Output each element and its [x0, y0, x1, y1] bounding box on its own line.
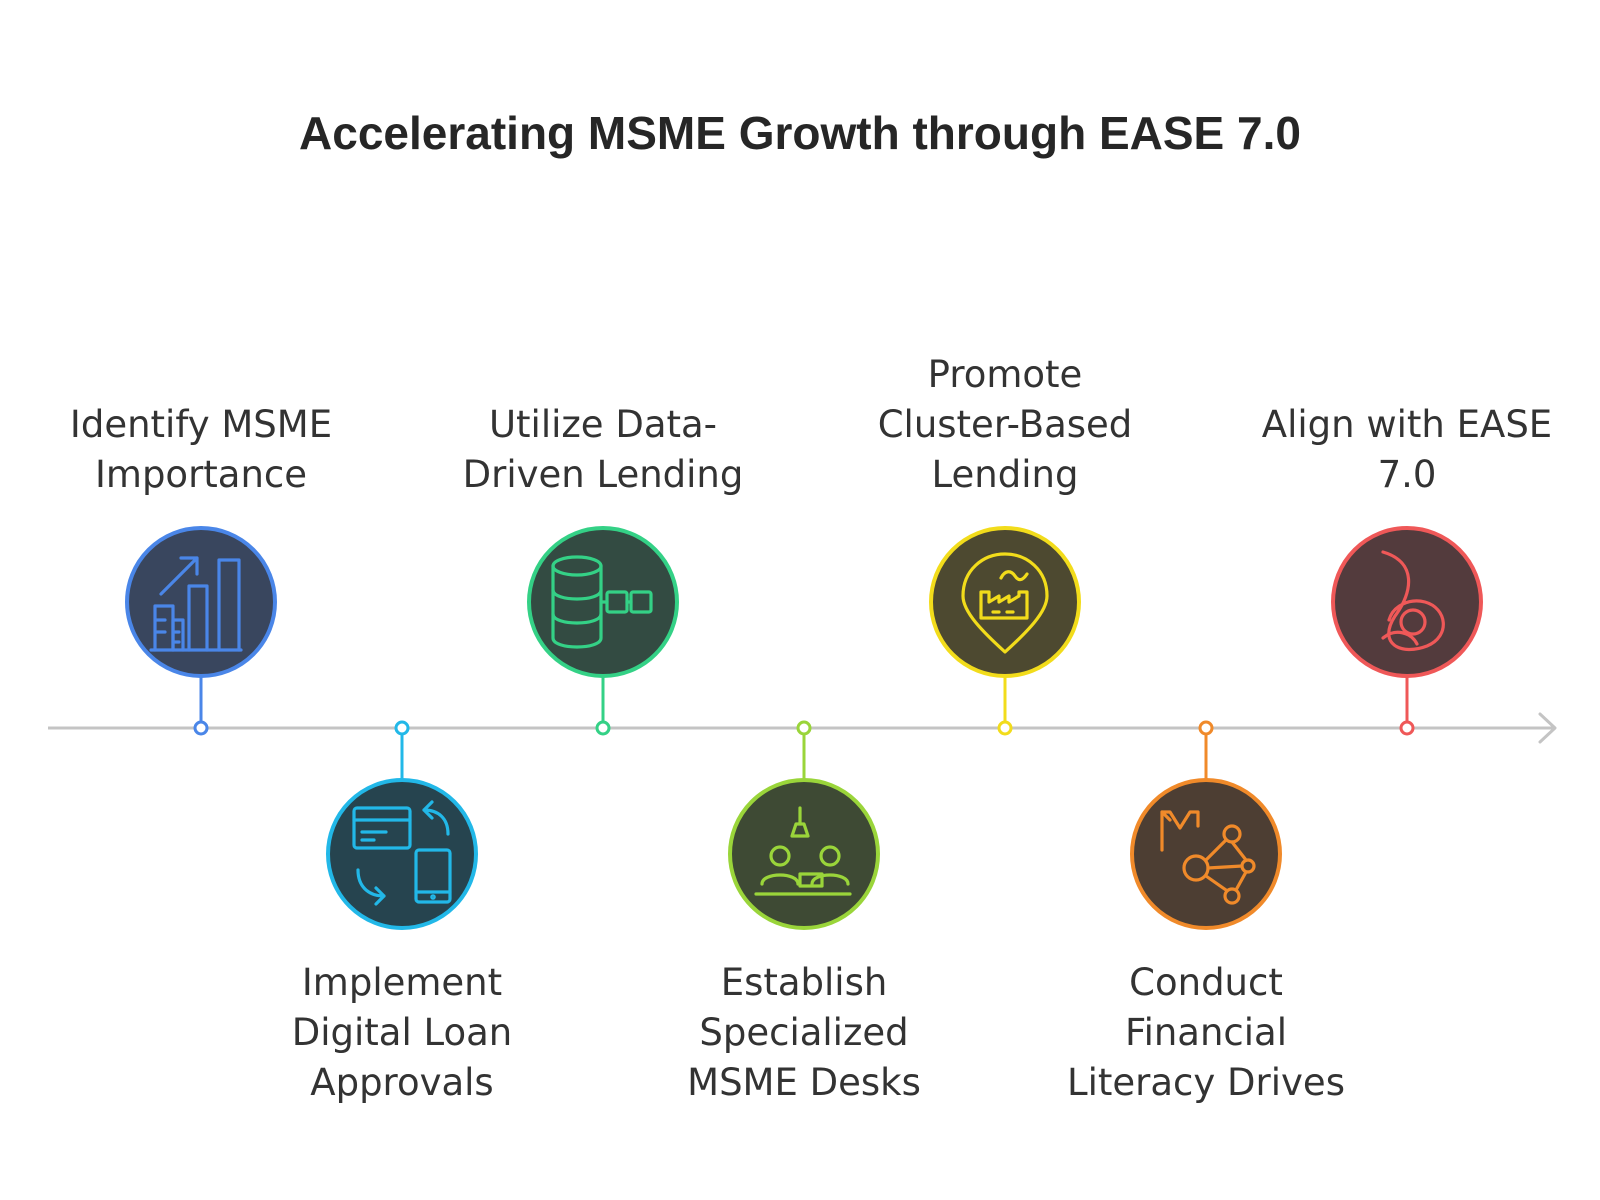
timeline-arrowhead	[1538, 712, 1557, 744]
growth-chart-icon	[149, 556, 243, 652]
step-node	[796, 720, 812, 736]
book-network-icon	[1160, 810, 1256, 905]
step-label-3: Utilize Data-Driven Lending	[462, 403, 744, 496]
diagram-title: Accelerating MSME Growth through EASE 7.…	[299, 107, 1301, 159]
step-circle	[1130, 778, 1282, 930]
timeline-step-7	[1331, 526, 1483, 736]
timeline-step-6	[1130, 720, 1282, 930]
step-node	[394, 720, 410, 736]
timeline-step-1	[125, 526, 277, 736]
step-label-2: Implement Digital Loan Approvals	[291, 961, 513, 1104]
step-label-6: Conduct Financial Literacy Drives	[1067, 961, 1345, 1104]
digital-transfer-icon	[352, 800, 452, 906]
database-network-icon	[551, 555, 653, 649]
timeline-step-4	[728, 720, 880, 930]
factory-location-icon	[961, 552, 1049, 654]
step-circle	[326, 778, 478, 930]
step-node	[595, 720, 611, 736]
step-label-1: Identify MSME Importance	[69, 403, 333, 496]
step-node	[1198, 720, 1214, 736]
step-node	[1399, 720, 1415, 736]
step-circle	[728, 778, 880, 930]
ease-logo-icon	[1381, 550, 1445, 652]
step-node	[193, 720, 209, 736]
step-label-7: Align with EASE 7.0	[1261, 403, 1553, 496]
timeline-step-5	[929, 526, 1081, 736]
desk-meeting-icon	[754, 806, 852, 896]
step-circle	[929, 526, 1081, 678]
step-label-4: Establish Specialized MSME Desks	[687, 961, 921, 1104]
timeline-step-3	[527, 526, 679, 736]
timeline-step-2	[326, 720, 478, 930]
step-circle	[125, 526, 277, 678]
step-node	[997, 720, 1013, 736]
step-label-5: Promote Cluster-Based Lending	[877, 353, 1133, 496]
